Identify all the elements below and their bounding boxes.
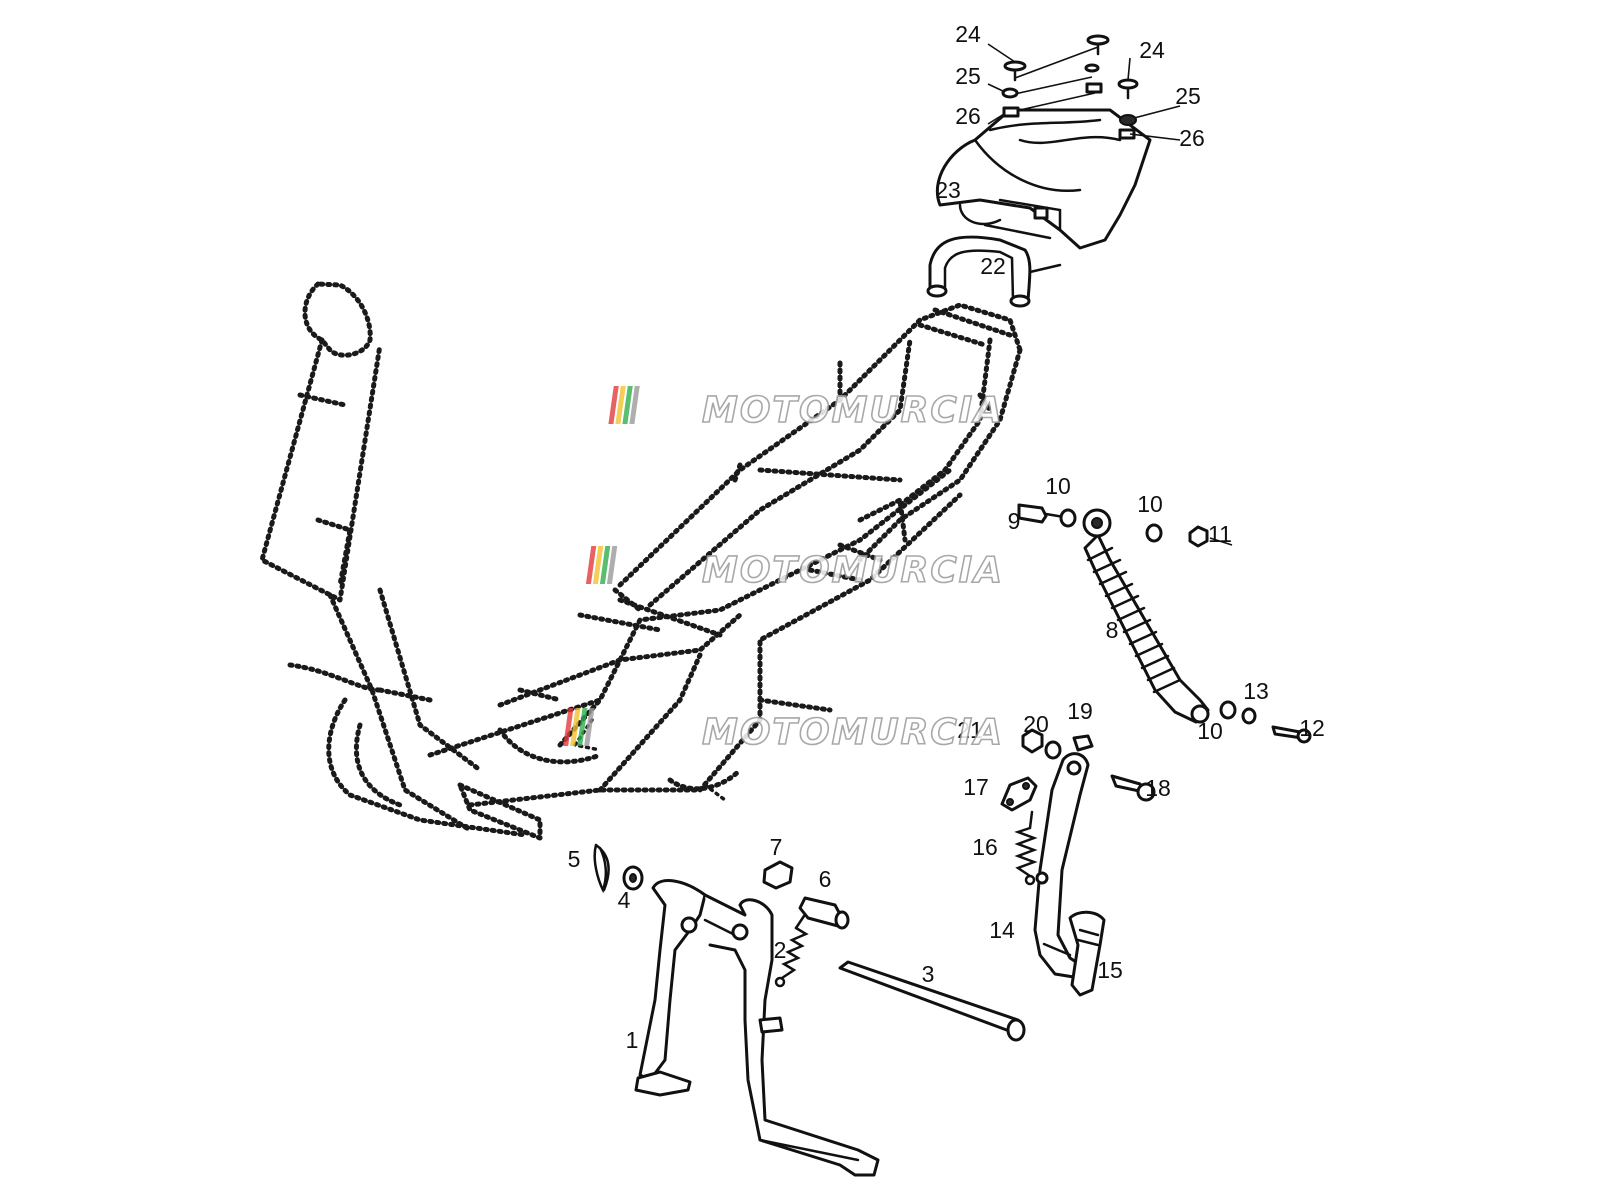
callout-21: 21 <box>957 717 983 743</box>
callout-20: 20 <box>1023 711 1049 737</box>
watermark-stripe <box>606 546 618 584</box>
watermark-stripe <box>584 708 595 746</box>
callout-8: 8 <box>1106 617 1119 643</box>
watermark-group: MOTOMURCIA MOTOMURCIA MOTOMURCIA <box>563 386 1004 754</box>
watermark-stripe <box>629 386 640 424</box>
callout-24a: 24 <box>955 21 981 47</box>
watermark: MOTOMURCIA <box>585 546 1004 592</box>
callout-18: 18 <box>1145 775 1171 801</box>
leader-lines <box>987 43 1233 546</box>
callout-26b: 26 <box>1179 125 1205 151</box>
watermark-stripe <box>563 708 574 746</box>
side-stand-spring <box>1014 810 1038 886</box>
side-stand <box>1033 752 1090 980</box>
callout-10c: 10 <box>1197 718 1223 744</box>
shock-spring <box>1083 533 1210 724</box>
callout-2: 2 <box>774 937 787 963</box>
callout-6: 6 <box>819 866 832 892</box>
side-stand-nut-washer <box>1021 728 1094 760</box>
rear-shock-absorber <box>1082 508 1210 724</box>
callout-12: 12 <box>1299 715 1325 741</box>
callout-15: 15 <box>1097 957 1123 983</box>
watermark-stripe <box>599 546 611 584</box>
callout-1: 1 <box>626 1027 639 1053</box>
callout-22: 22 <box>980 253 1006 279</box>
watermark-stripe <box>577 708 588 746</box>
stand-stopper <box>762 860 794 890</box>
callout-3: 3 <box>922 961 935 987</box>
callout-9: 9 <box>1008 508 1021 534</box>
callout-7: 7 <box>770 834 783 860</box>
stand-bushing <box>798 896 850 930</box>
watermark: MOTOMURCIA <box>608 386 1004 432</box>
callout-23: 23 <box>935 177 961 203</box>
center-stand <box>634 879 880 1177</box>
watermark-stripe <box>608 386 619 424</box>
watermark-stripe <box>585 546 597 584</box>
watermark-text: MOTOMURCIA <box>702 390 1004 431</box>
callout-11: 11 <box>1208 521 1232 547</box>
watermark-stripe <box>622 386 633 424</box>
watermark-text: MOTOMURCIA <box>702 712 1004 753</box>
callout-14: 14 <box>989 917 1015 943</box>
callout-10a: 10 <box>1045 473 1071 499</box>
side-stand-plate <box>1000 776 1038 812</box>
callout-25b: 25 <box>1175 83 1201 109</box>
stand-washer <box>622 865 644 891</box>
stand-pivot-shaft <box>838 960 1026 1042</box>
callout-19: 19 <box>1067 698 1093 724</box>
callout-17: 17 <box>963 774 989 800</box>
watermark-stripe <box>570 708 581 746</box>
side-stand-rubber <box>1068 910 1106 997</box>
rear-carrier-rack <box>935 108 1152 250</box>
callout-5: 5 <box>568 846 581 872</box>
callout-25a: 25 <box>955 63 981 89</box>
grab-handle <box>926 235 1062 308</box>
callout-24b: 24 <box>1139 37 1165 63</box>
callout-4: 4 <box>618 887 631 913</box>
watermark-stripe <box>615 386 626 424</box>
carrier-bolts <box>1001 34 1139 140</box>
callout-16: 16 <box>972 834 998 860</box>
side-stand-bolt <box>1110 774 1156 802</box>
shock-hardware <box>1017 503 1312 744</box>
watermark-text: MOTOMURCIA <box>702 550 1004 591</box>
r-clip-pin <box>593 843 610 894</box>
watermark: MOTOMURCIA <box>563 708 1004 754</box>
watermark-stripe <box>592 546 604 584</box>
callout-13: 13 <box>1243 678 1269 704</box>
callout-26a: 26 <box>955 103 981 129</box>
callout-10b: 10 <box>1137 491 1163 517</box>
